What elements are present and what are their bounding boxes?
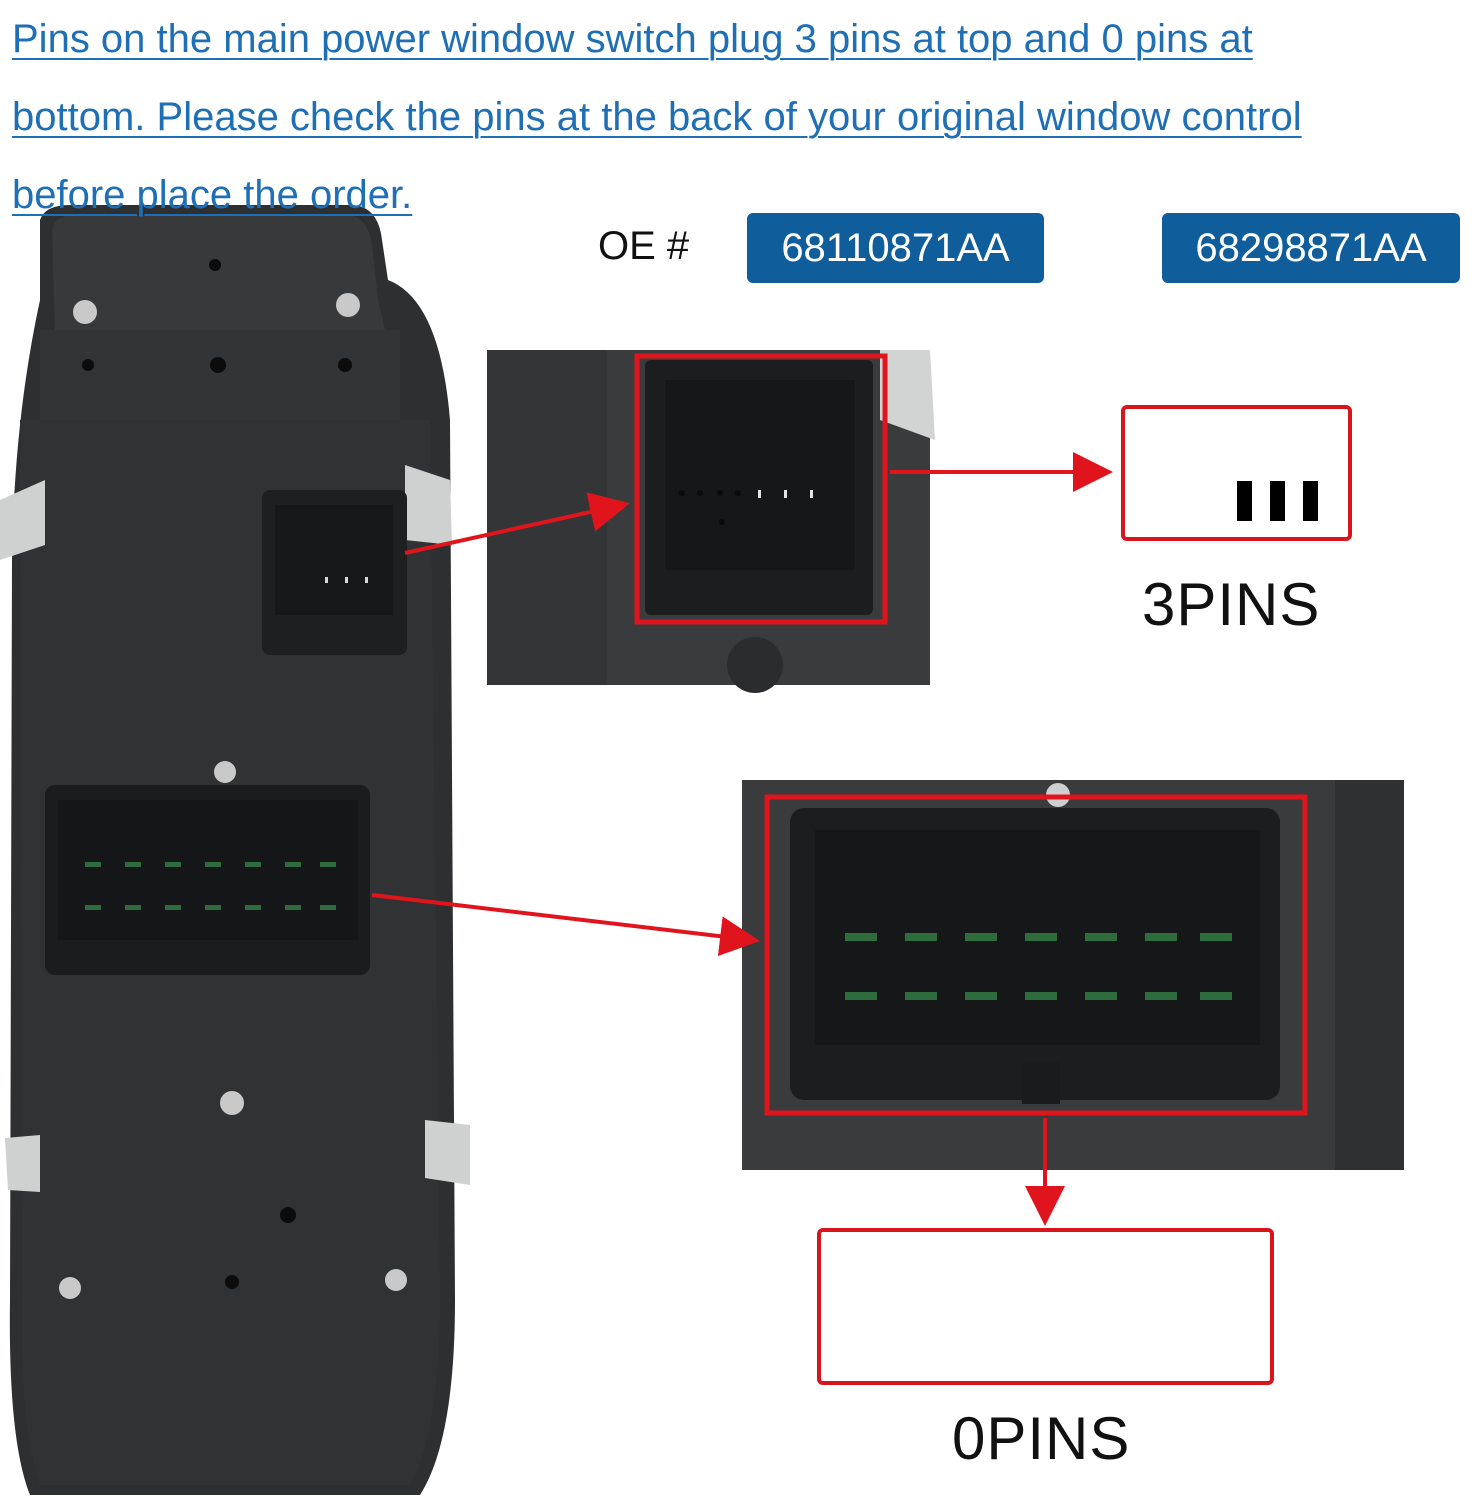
top-plug-closeup xyxy=(487,350,935,693)
three-pins-label: 3PINS xyxy=(1142,571,1321,638)
zero-pin-diagram xyxy=(817,1228,1274,1385)
three-pin-diagram xyxy=(1121,405,1352,541)
oe-number-badge: 68110871AA xyxy=(747,213,1044,283)
zero-pins-label: 0PINS xyxy=(952,1405,1131,1472)
window-switch-panel xyxy=(0,205,470,1495)
notice-line-1: Pins on the main power window switch plu… xyxy=(12,17,1253,61)
pin-mark xyxy=(1270,481,1285,521)
pin-mark xyxy=(1303,481,1318,521)
pin-mark xyxy=(1237,481,1252,521)
bottom-plug-closeup xyxy=(742,780,1404,1170)
callout-arrows xyxy=(371,452,1113,1226)
notice-line-3: before place the order. xyxy=(12,173,413,217)
oe-label: OE # xyxy=(598,224,690,268)
notice-line-2: bottom. Please check the pins at the bac… xyxy=(12,95,1302,139)
oe-number-badge: 68298871AA xyxy=(1162,213,1460,283)
pin-notice-text: Pins on the main power window switch plu… xyxy=(12,0,1472,234)
